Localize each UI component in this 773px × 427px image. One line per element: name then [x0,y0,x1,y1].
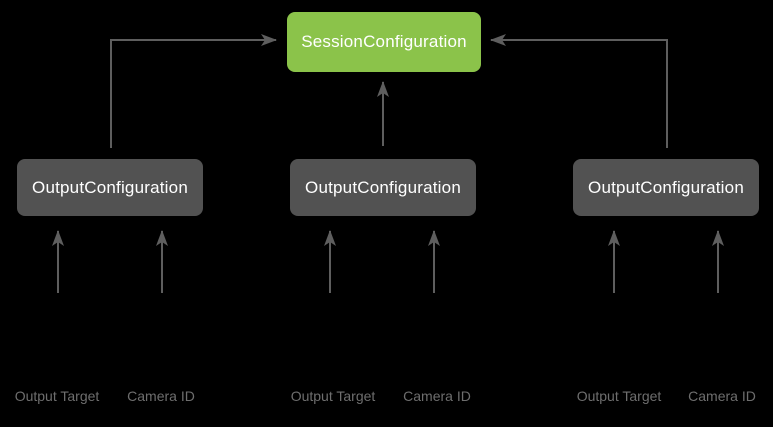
label-output-target-2: Output Target [290,388,376,404]
arrow-output1-to-session [110,34,277,148]
node-output-configuration-2: OutputConfiguration [290,159,476,216]
arrow-output3-to-session [490,34,668,148]
node-output-configuration-1: OutputConfiguration [17,159,203,216]
label-camera-id-3: Camera ID [688,388,756,404]
label-camera-id-2: Camera ID [403,388,471,404]
label-output-target-1: Output Target [14,388,100,404]
label-camera-id-1: Camera ID [127,388,195,404]
node-session-configuration: SessionConfiguration [287,12,481,72]
label-output-target-3: Output Target [576,388,662,404]
node-output-configuration-3: OutputConfiguration [573,159,759,216]
